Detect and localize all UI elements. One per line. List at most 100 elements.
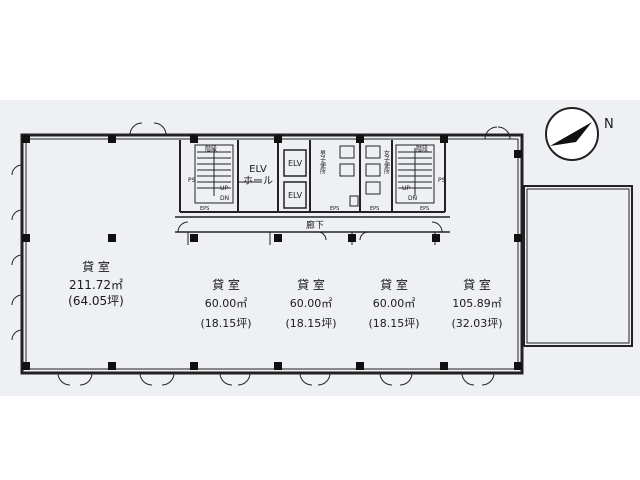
column [22, 135, 30, 143]
door-arc [153, 122, 167, 136]
up-label-left: UP [220, 185, 228, 192]
column [274, 234, 282, 242]
stair-left-label: 階段 [205, 145, 217, 153]
building-outline [20, 133, 524, 375]
north-compass: N [545, 107, 614, 161]
door-arc [237, 372, 251, 386]
door-arc [431, 221, 443, 233]
eps-label: EPS [370, 206, 379, 212]
column [108, 234, 116, 242]
core-labels: ELV ホール ELV ELV 廊下 PS PS UP DN UP DN EPS… [188, 145, 446, 231]
door-arc [57, 372, 71, 386]
columns [22, 135, 522, 370]
elevator-car-2 [283, 181, 307, 209]
ps-label-left: PS [188, 177, 196, 184]
toilet-booth [365, 145, 381, 159]
corridor-label: 廊下 [306, 219, 324, 231]
room-5-area: 105.89㎡ [452, 297, 502, 310]
door-arc [399, 372, 413, 386]
column [356, 135, 364, 143]
column [274, 362, 282, 370]
elevator-car-label: ELV [288, 191, 303, 200]
stair-left-box [194, 144, 234, 204]
compass-needle-icon [550, 122, 592, 146]
column [432, 234, 440, 242]
column [514, 150, 522, 158]
door-arc [461, 372, 475, 386]
room-2-area: 60.00㎡ [205, 297, 248, 310]
stair-left [194, 144, 234, 204]
compass-north-label: N [604, 117, 614, 132]
room-4-name: 貸 室 [380, 277, 408, 292]
room-1-area: 211.72㎡ [69, 278, 123, 292]
womens-wc-label: 女子便所 [383, 149, 390, 175]
room-4-tsubo: (18.15坪) [368, 317, 419, 330]
column [22, 234, 30, 242]
room-1-name: 貸 室 [82, 259, 110, 274]
door-arc [481, 372, 495, 386]
eps-label: EPS [420, 206, 429, 212]
room-3-name: 貸 室 [297, 277, 325, 292]
room-labels: 貸 室 211.72㎡ (64.05坪) 貸 室 60.00㎡ (18.15坪)… [68, 259, 502, 330]
door-arc [379, 372, 393, 386]
elevator-car-1 [283, 149, 307, 177]
column [22, 362, 30, 370]
elv-hall-label-1: ELV [249, 164, 267, 175]
door-arc [11, 254, 23, 266]
door-arc [161, 372, 175, 386]
door-arc [359, 231, 369, 241]
dn-label-right: DN [408, 195, 417, 202]
room-1-tsubo: (64.05坪) [68, 294, 124, 308]
stair-right-label: 階段 [416, 145, 428, 153]
door-arc [299, 372, 313, 386]
column [514, 234, 522, 242]
column [190, 362, 198, 370]
door-arc [484, 126, 498, 140]
room-3-area: 60.00㎡ [290, 297, 333, 310]
core-walls [179, 140, 446, 213]
room-3-tsubo: (18.15坪) [285, 317, 336, 330]
dn-label-left: DN [220, 195, 229, 202]
door-arc [11, 329, 23, 341]
door-arc [11, 164, 23, 176]
column [440, 362, 448, 370]
eps-label: EPS [330, 206, 339, 212]
column [274, 135, 282, 143]
door-arc [11, 294, 23, 306]
toilet-booth [339, 163, 355, 177]
eps-label: EPS [200, 206, 209, 212]
annex-outline [523, 185, 633, 347]
elevator-car-label: ELV [288, 159, 303, 168]
column [190, 135, 198, 143]
door-arc [129, 122, 143, 136]
stair-right-box [395, 144, 435, 204]
column [348, 234, 356, 242]
door-arc [497, 126, 511, 140]
column [440, 135, 448, 143]
column [108, 362, 116, 370]
annex-inner [526, 188, 630, 344]
elv-hall-label-2: ホール [243, 175, 273, 187]
ps-label-right: PS [438, 177, 446, 184]
room-4-area: 60.00㎡ [373, 297, 416, 310]
stair-right [395, 144, 435, 204]
outer-walls [20, 133, 524, 375]
wc-fixtures [339, 145, 381, 207]
room-2-tsubo: (18.15坪) [200, 317, 251, 330]
toilet-booth [349, 195, 359, 207]
door-arc [317, 372, 331, 386]
doors [11, 122, 511, 386]
column [108, 135, 116, 143]
right-annex [523, 185, 633, 347]
room-2-name: 貸 室 [212, 277, 240, 292]
elevators [283, 149, 307, 209]
door-arc [11, 209, 23, 221]
room-5-name: 貸 室 [463, 277, 491, 292]
room-5-tsubo: (32.03坪) [451, 317, 502, 330]
door-arc [317, 231, 327, 241]
door-arc [219, 372, 233, 386]
toilet-booth [339, 145, 355, 159]
door-arc [177, 221, 189, 233]
toilet-booth [365, 181, 381, 195]
